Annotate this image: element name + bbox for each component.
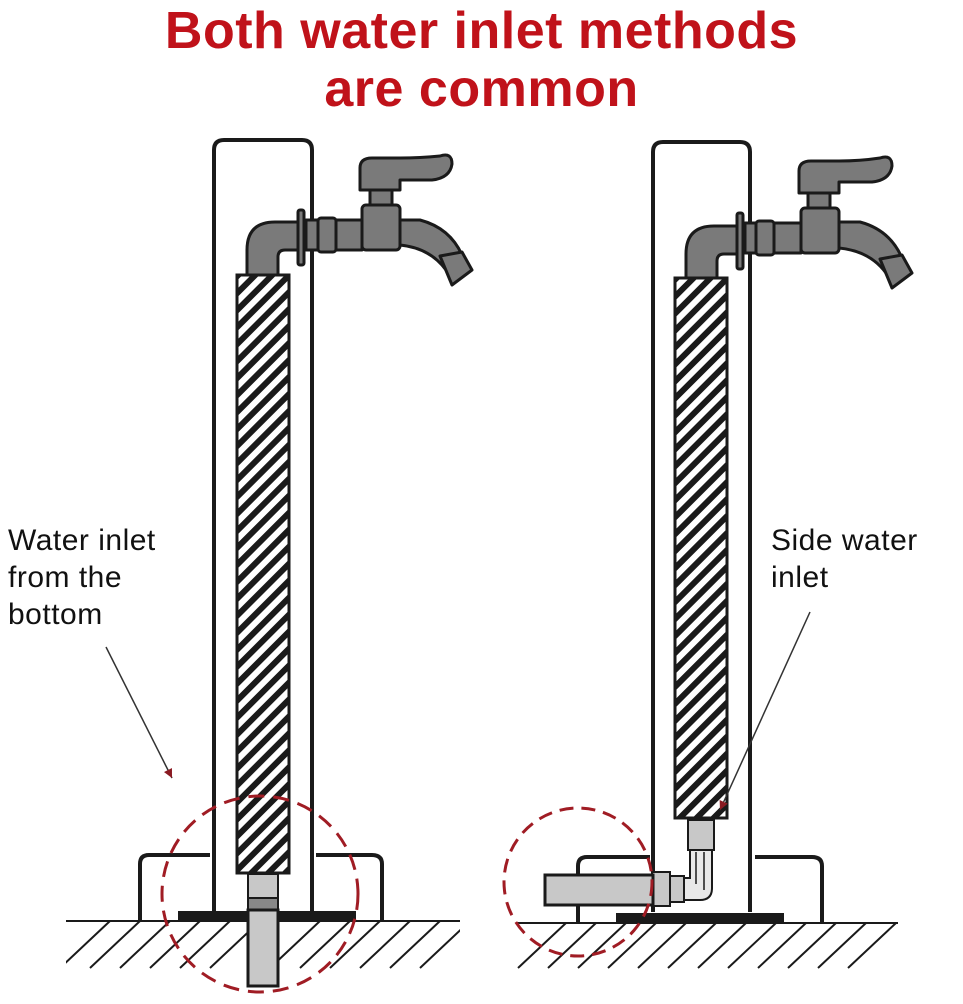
ground-hatching-icon (516, 922, 898, 969)
faucet-icon (245, 153, 474, 287)
label-bottom-inlet: Water inlet from the bottom (8, 522, 156, 633)
title-line-1: Both water inlet methods (164, 2, 799, 60)
bottom-inlet-pipe (246, 908, 280, 988)
post-outline (651, 140, 752, 912)
highlight-circle-side (502, 806, 654, 958)
insulated-pipe-icon (673, 276, 729, 820)
right-panel-side-inlet (502, 140, 914, 969)
insulated-pipe-icon (235, 273, 291, 875)
left-panel-bottom-inlet (66, 138, 474, 994)
faucet-icon (684, 155, 914, 290)
side-inlet-pipe (543, 873, 655, 907)
pointer-arrow-icon (719, 611, 811, 811)
diagram-title: Both water inlet methods are common (0, 2, 963, 118)
post-outline (212, 138, 314, 911)
label-side-inlet: Side water inlet (771, 522, 918, 596)
label-line: from the (8, 561, 123, 594)
title-line-2: are common (324, 60, 639, 118)
pointer-arrow-icon (105, 646, 173, 779)
label-line: Side water (771, 524, 918, 557)
label-line: Water inlet (8, 524, 156, 557)
label-line: bottom (8, 598, 103, 631)
label-line: inlet (771, 561, 829, 594)
highlight-circle-bottom (160, 794, 360, 994)
